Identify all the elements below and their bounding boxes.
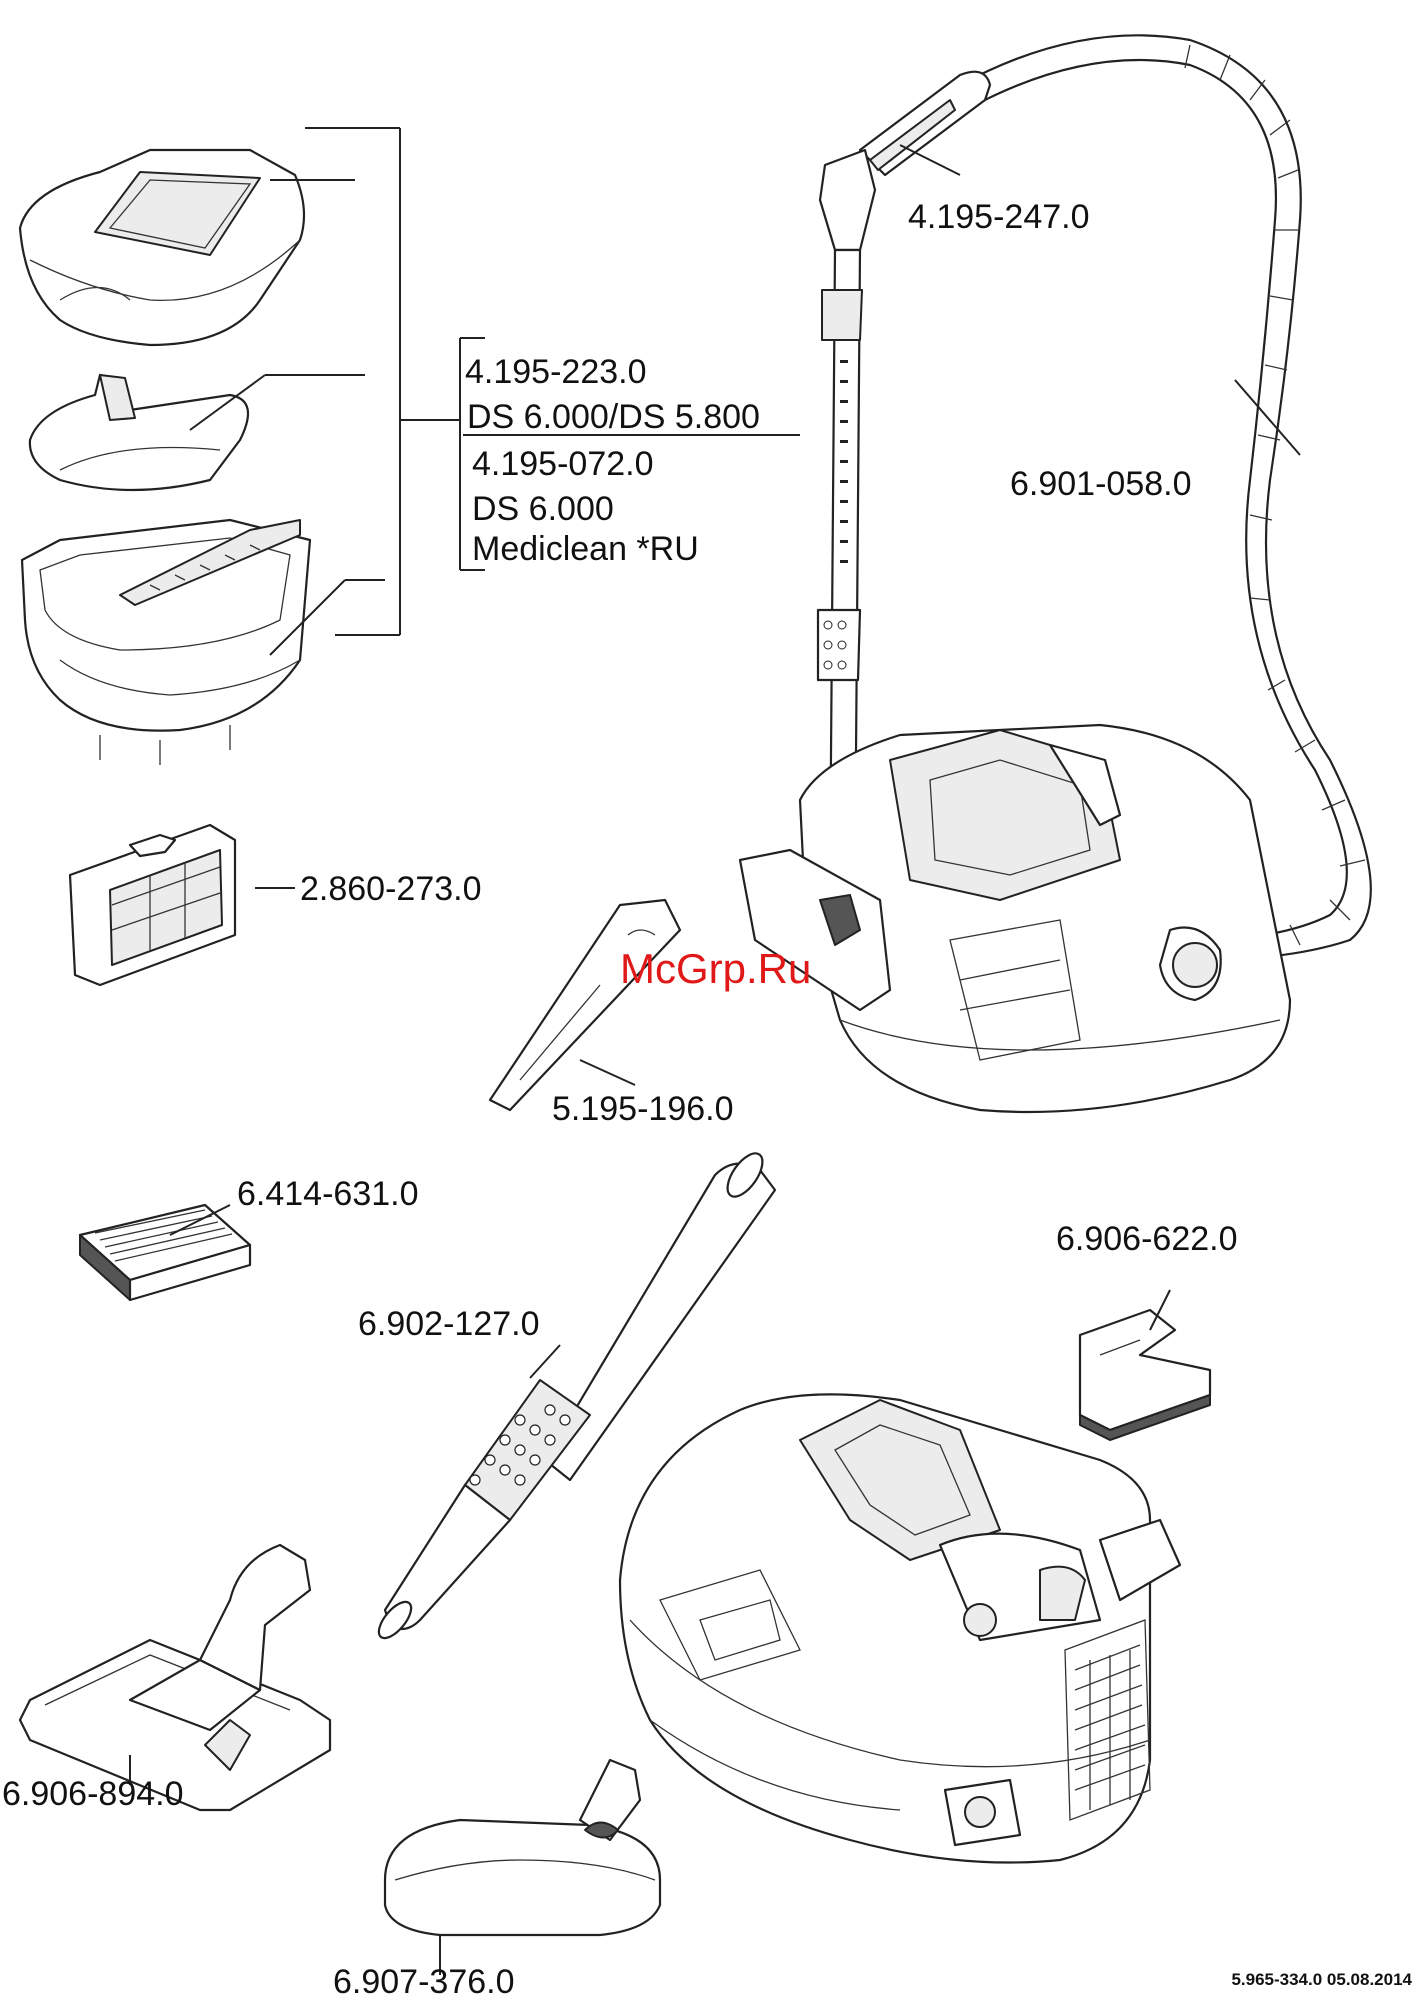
label-container-alt-line1: 4.195-072.0: [472, 445, 654, 483]
label-container-alt-line3: Mediclean *RU: [472, 530, 699, 568]
turbo-nozzle: [385, 1760, 660, 1975]
watermark: McGrp.Ru: [620, 945, 811, 992]
label-handle: 4.195-247.0: [908, 198, 1090, 236]
label-floor-nozzle: 6.906-894.0: [2, 1775, 184, 1813]
water-container-lid: [20, 150, 304, 345]
label-upholstery-nozzle: 6.906-622.0: [1056, 1220, 1238, 1258]
document-code: 5.965-334.0 05.08.2014: [1231, 1970, 1412, 1989]
vacuum-body-open: [620, 1394, 1180, 1862]
label-small-filter: 6.414-631.0: [237, 1175, 419, 1213]
label-container-group-line1: 4.195-223.0: [465, 353, 647, 391]
crevice-nozzle: [490, 900, 680, 1110]
water-container-insert: [30, 375, 248, 490]
vacuum-body-assembled: [740, 35, 1371, 1112]
hepa-filter: [70, 825, 295, 985]
upholstery-nozzle: [1080, 1290, 1210, 1440]
label-hepa-filter: 2.860-273.0: [300, 870, 482, 908]
floor-nozzle: [20, 1545, 330, 1810]
label-container-alt-line2: DS 6.000: [472, 490, 614, 528]
water-container-tank: [22, 520, 310, 765]
label-container-group-line2: DS 6.000/DS 5.800: [467, 398, 760, 436]
label-suction-tube: 6.902-127.0: [358, 1305, 540, 1343]
label-turbo-nozzle: 6.907-376.0: [333, 1963, 515, 2001]
label-hose: 6.901-058.0: [1010, 465, 1192, 503]
label-crevice-nozzle: 5.195-196.0: [552, 1090, 734, 1128]
small-filter: [80, 1205, 250, 1300]
